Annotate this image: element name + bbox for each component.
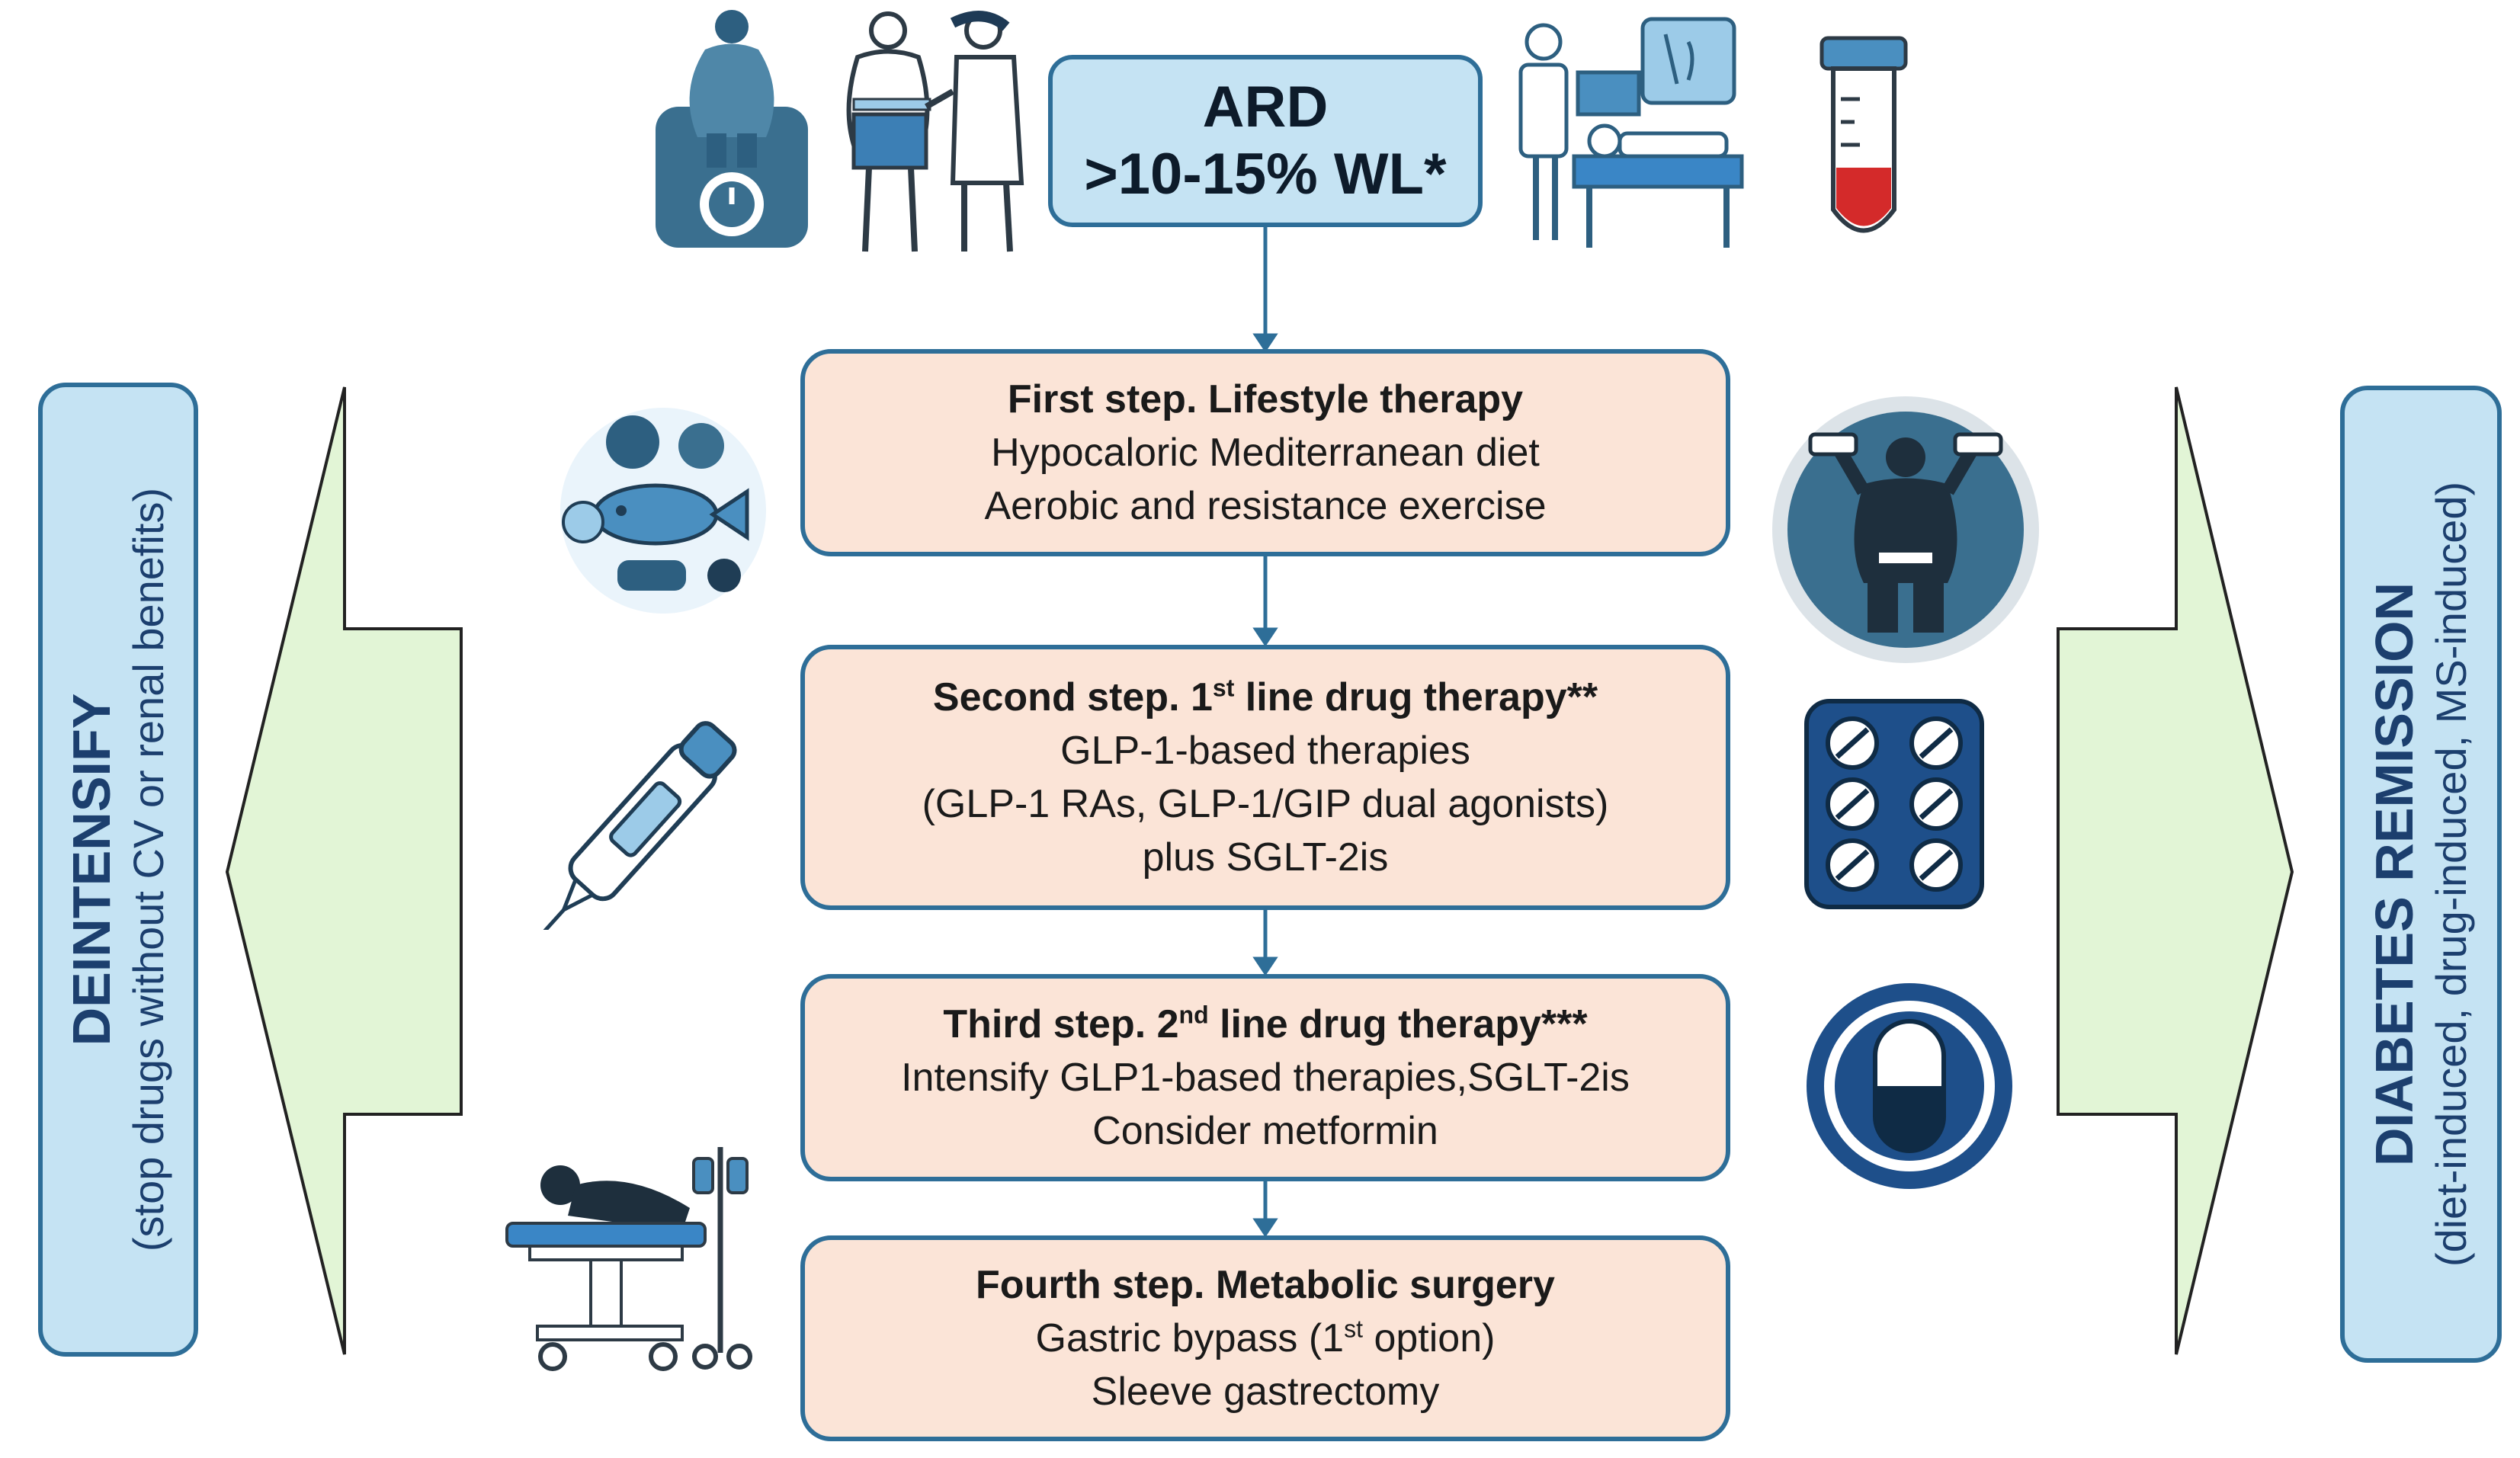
mediterranean-food-icon xyxy=(560,408,766,614)
step-2-line-3: plus SGLT-2is xyxy=(1142,835,1389,880)
blood-test-tube-icon xyxy=(1819,36,1908,233)
deintensify-text: DEINTENSIFY (stop drugs without CV or re… xyxy=(61,488,175,1251)
step-4-title: Fourth step. Metabolic surgery xyxy=(976,1263,1555,1307)
ard-label: ARD xyxy=(1202,75,1329,139)
remission-panel: DIABETES REMISSION (diet-induced, drug-i… xyxy=(2340,386,2502,1363)
step-1-box: First step. Lifestyle therapy Hypocalori… xyxy=(800,349,1730,556)
step-2-title: Second step. 1st line drug therapy** xyxy=(932,674,1598,719)
remission-subtitle: (diet-induced, drug-induced, MS-induced) xyxy=(2427,481,2475,1267)
step-2-line-2: (GLP-1 RAs, GLP-1/GIP dual agonists) xyxy=(922,782,1609,826)
obesity-scale-icon xyxy=(656,10,808,248)
pill-blister-icon xyxy=(1804,699,1984,909)
deintensify-title: DEINTENSIFY xyxy=(62,693,121,1046)
step-4-line-2: Sleeve gastrectomy xyxy=(1091,1370,1440,1414)
deintensify-panel: DEINTENSIFY (stop drugs without CV or re… xyxy=(38,383,198,1357)
injection-pen-icon xyxy=(541,721,737,930)
step-3-line-1: Intensify GLP1-based therapies,SGLT-2is xyxy=(901,1056,1630,1100)
left-deintensify-arrow-shape xyxy=(225,386,463,1355)
ard-weight-loss: >10-15% WL* xyxy=(1084,142,1447,207)
step-3-title: Third step. 2nd line drug therapy*** xyxy=(943,1001,1588,1046)
step-4-line-1: Gastric bypass (1st option) xyxy=(1035,1315,1496,1360)
step-2-line-1: GLP-1-based therapies xyxy=(1060,729,1470,773)
step-1-title: First step. Lifestyle therapy xyxy=(1007,377,1524,421)
step-2-box: Second step. 1st line drug therapy** GLP… xyxy=(800,645,1730,910)
capsule-icon xyxy=(1807,983,2012,1189)
step-3-box: Third step. 2nd line drug therapy*** Int… xyxy=(800,974,1730,1181)
surgery-patient-icon xyxy=(505,1147,752,1371)
right-remission-arrow-shape xyxy=(2057,386,2294,1355)
remission-text: DIABETES REMISSION (diet-induced, drug-i… xyxy=(2364,482,2478,1267)
weightlifting-person-icon xyxy=(1772,396,2039,663)
step-1-line-2: Aerobic and resistance exercise xyxy=(984,484,1547,528)
step-1-line-1: Hypocaloric Mediterranean diet xyxy=(991,431,1540,475)
remission-title: DIABETES REMISSION xyxy=(2365,582,2424,1167)
step-3-line-2: Consider metformin xyxy=(1092,1109,1438,1153)
ard-box: ARD >10-15% WL* xyxy=(1048,55,1483,227)
deintensify-subtitle: (stop drugs without CV or renal benefits… xyxy=(124,487,172,1252)
step-4-box: Fourth step. Metabolic surgery Gastric b… xyxy=(800,1235,1730,1441)
medical-exam-icon xyxy=(1518,17,1744,248)
waist-measure-doctor-icon xyxy=(846,11,1024,252)
